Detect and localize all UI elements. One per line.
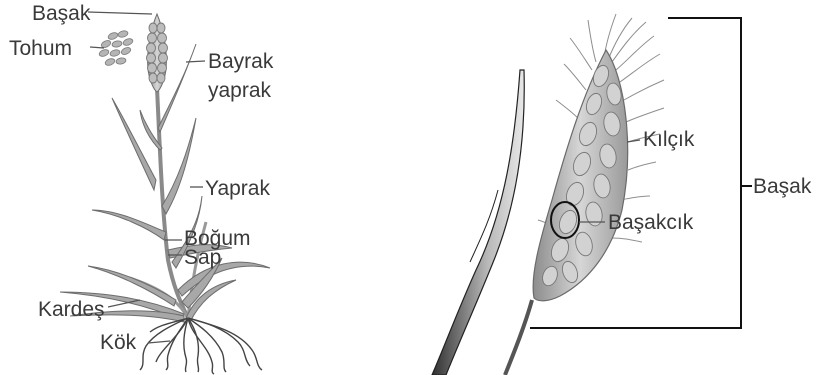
leaf-blade (432, 70, 524, 375)
label-kilcik: Kılçık (643, 128, 695, 151)
wheat-ear-illustration: Kılçık Başakcık Başak (432, 14, 812, 375)
roots (140, 318, 262, 374)
label-yaprak-2: yaprak (208, 79, 272, 102)
label-kok: Kök (100, 331, 137, 354)
wheat-spike-small (147, 14, 168, 92)
label-yaprak: Yaprak (205, 177, 270, 200)
label-tohum: Tohum (9, 37, 72, 60)
label-kardes: Kardeş (38, 298, 105, 321)
wheat-plant-illustration: Başak Tohum Bayrak yaprak Yaprak Boğum S… (9, 2, 274, 374)
label-sap: Sap (184, 246, 221, 269)
label-basak: Başak (32, 2, 91, 25)
label-bayrak: Bayrak (208, 50, 274, 73)
label-basakcik: Başakcık (608, 211, 694, 234)
label-basak-right: Başak (753, 175, 812, 198)
